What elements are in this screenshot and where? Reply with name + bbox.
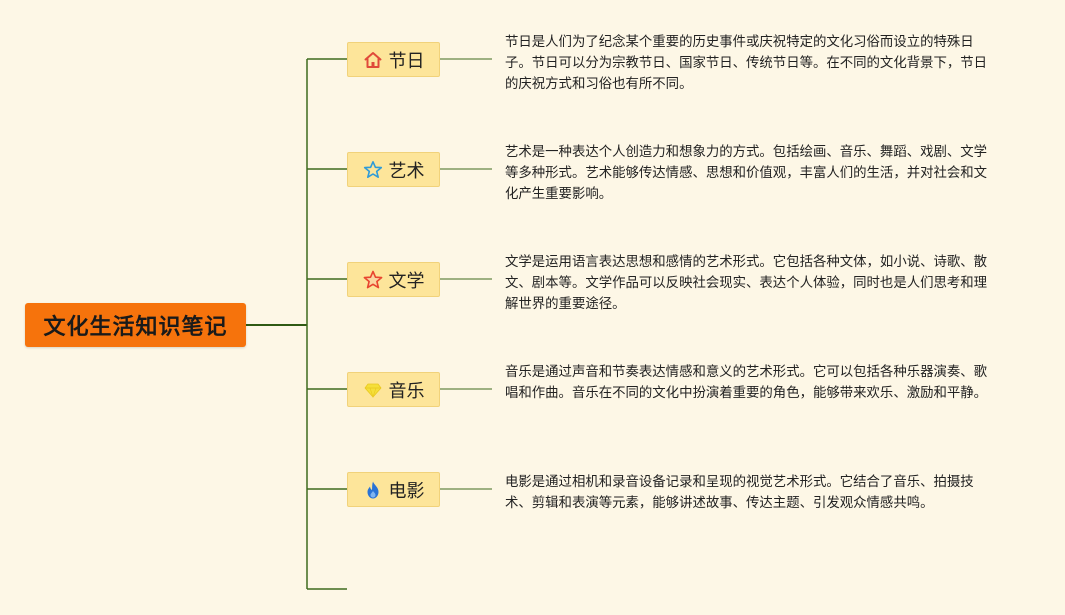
branch-topic-label: 音乐 [388,380,425,402]
house-icon [363,50,383,70]
branch-topic-film[interactable]: 电影 [347,472,440,507]
star-outline-icon [363,160,383,180]
branch-description-art: 艺术是一种表达个人创造力和想象力的方式。包括绘画、音乐、舞蹈、戏剧、文学等多种形… [505,145,988,202]
branch-topic-label: 艺术 [388,160,425,182]
root-topic[interactable]: 文化生活知识笔记 [25,303,246,347]
branch-topic-label: 文学 [388,270,425,292]
branch-topic-label: 节日 [388,50,425,72]
branch-topic-music[interactable]: 音乐 [347,372,440,407]
star-icon [363,270,383,290]
branch-description-festival: 节日是人们为了纪念某个重要的历史事件或庆祝特定的文化习俗而设立的特殊日子。节日可… [505,35,988,92]
branch-description-literature: 文学是运用语言表达思想和感情的艺术形式。它包括各种文体，如小说、诗歌、散文、剧本… [505,255,988,312]
branch-description-film: 电影是通过相机和录音设备记录和呈现的视觉艺术形式。它结合了音乐、拍摄技术、剪辑和… [505,475,974,511]
root-topic-label: 文化生活知识笔记 [43,315,228,340]
branch-topic-literature[interactable]: 文学 [347,262,440,297]
branch-topic-festival[interactable]: 节日 [347,42,440,77]
branch-topic-art[interactable]: 艺术 [347,152,440,187]
gem-icon [363,380,383,400]
branch-topic-label: 电影 [388,480,425,502]
branch-description-music: 音乐是通过声音和节奏表达情感和意义的艺术形式。它可以包括各种乐器演奏、歌唱和作曲… [505,365,988,401]
flame-icon [363,480,383,500]
